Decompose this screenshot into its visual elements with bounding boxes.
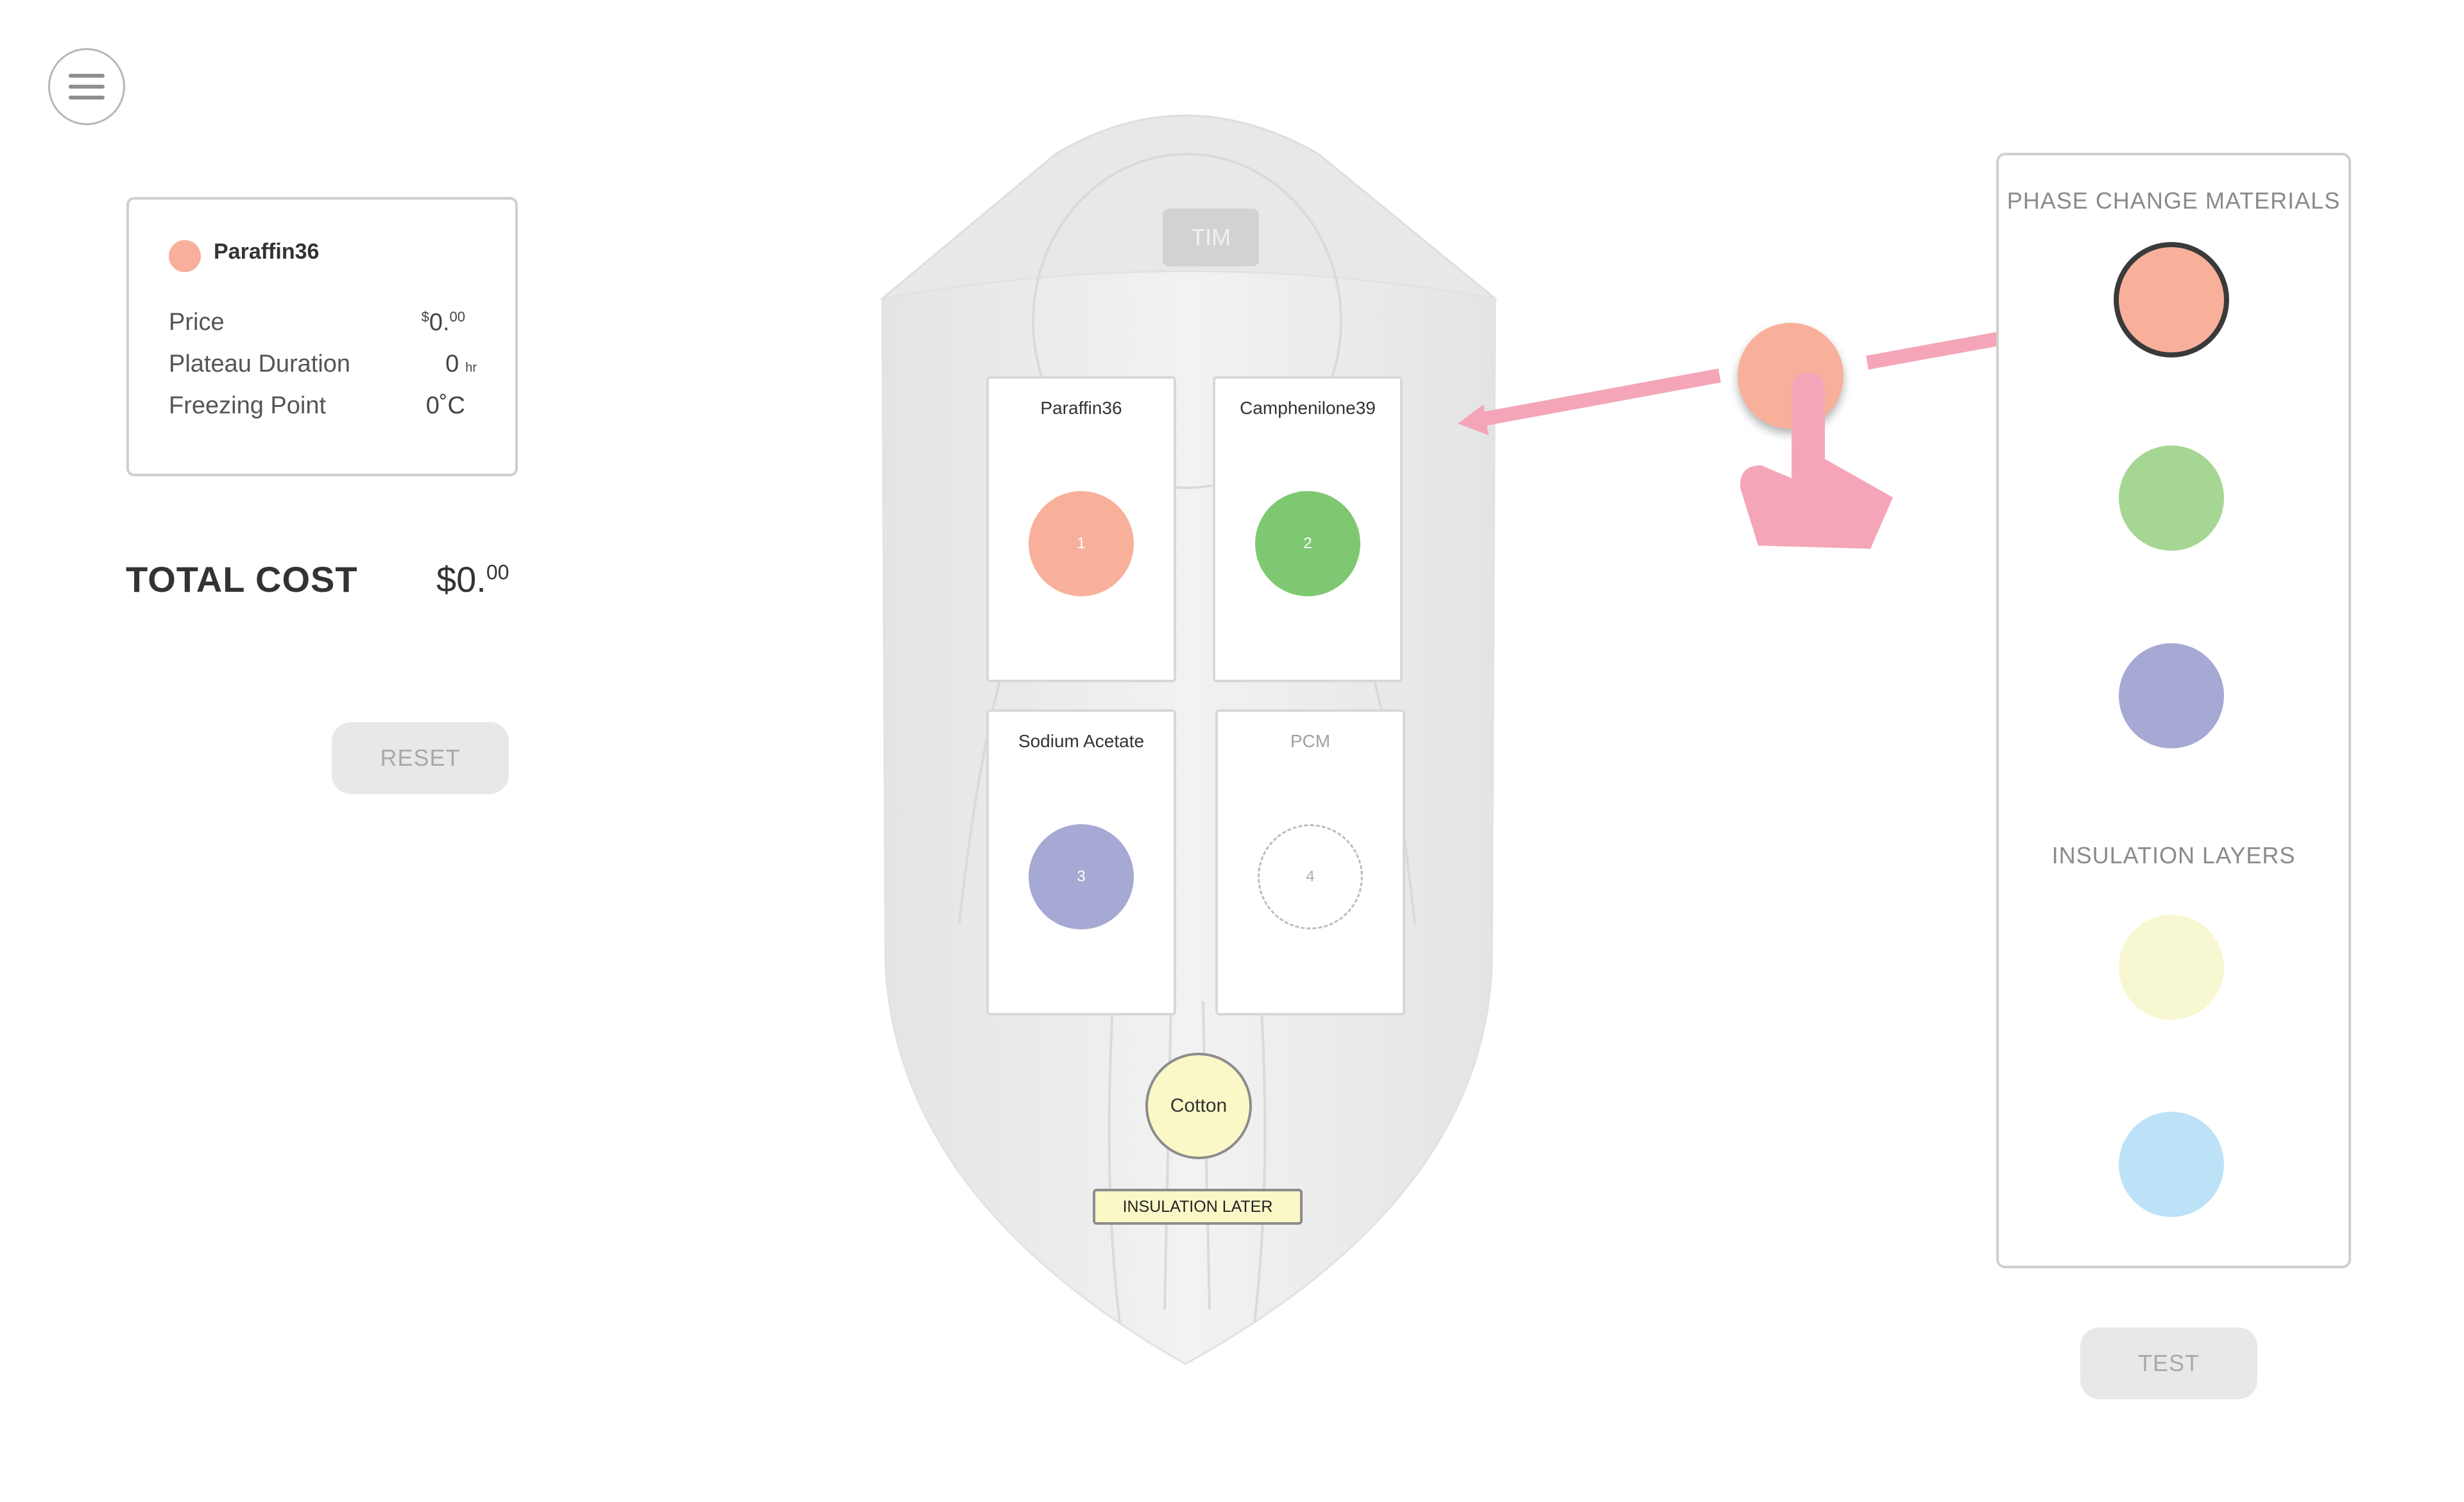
insulation-cotton[interactable] <box>2119 915 2224 1020</box>
freezing-point-label: Freezing Point <box>169 392 327 419</box>
insulation-layer-circle[interactable]: Cotton <box>1145 1053 1252 1159</box>
suit-name-label: TIM <box>1163 209 1259 266</box>
plateau-number: 0 <box>445 350 459 377</box>
pcm-slot-2[interactable]: Camphenilone39 2 <box>1213 376 1403 682</box>
material-paraffin-selected[interactable] <box>2114 242 2229 358</box>
menu-button[interactable] <box>48 48 125 125</box>
arrow-head-icon <box>1458 404 1489 435</box>
pcm-slot-circle: 3 <box>1029 824 1134 929</box>
insulation-blue[interactable] <box>2119 1112 2224 1217</box>
plateau-duration-label: Plateau Duration <box>169 350 351 377</box>
pcm-slot-title: Camphenilone39 <box>1240 398 1376 418</box>
insulation-heading: INSULATION LAYERS <box>2051 842 2296 868</box>
reset-button[interactable]: RESET <box>332 722 509 794</box>
total-cost-whole: $0. <box>436 559 486 600</box>
pcm-slot-empty-circle: 4 <box>1258 824 1363 929</box>
insulation-layer-tag: INSULATION LATER <box>1093 1189 1303 1225</box>
material-color-dot <box>169 240 201 272</box>
plateau-unit: hr <box>465 361 477 375</box>
hamburger-menu-icon-bar <box>69 96 105 99</box>
pcm-slot-3[interactable]: Sodium Acetate 3 <box>986 709 1176 1015</box>
material-camphenilone[interactable] <box>2119 445 2224 551</box>
hamburger-menu-icon <box>69 74 105 78</box>
hand-pointer-icon <box>1740 372 1893 549</box>
material-sodium-acetate[interactable] <box>2119 643 2224 748</box>
test-button[interactable]: TEST <box>2080 1327 2257 1399</box>
total-cost-label: TOTAL COST <box>126 559 358 600</box>
pcm-heading: PHASE CHANGE MATERIALS <box>2006 187 2341 214</box>
freezing-point-value: 0˚C <box>425 392 465 419</box>
pcm-slot-title: Sodium Acetate <box>1018 731 1145 751</box>
total-cost-cents: 00 <box>486 560 509 584</box>
material-name: Paraffin36 <box>214 239 320 264</box>
total-cost-value: $0.00 <box>436 558 509 600</box>
materials-panel: PHASE CHANGE MATERIALS INSULATION LAYERS <box>1996 153 2351 1268</box>
price-currency: $ <box>421 309 429 325</box>
pcm-slot-title: Paraffin36 <box>1040 398 1122 418</box>
cooling-suit-illustration <box>879 114 1498 1365</box>
pcm-slot-title: PCM <box>1290 731 1331 751</box>
pcm-slot-4-empty[interactable]: PCM 4 <box>1215 709 1405 1015</box>
pcm-slot-circle: 2 <box>1255 491 1360 596</box>
pcm-slot-1[interactable]: Paraffin36 1 <box>986 376 1176 682</box>
price-whole: 0. <box>429 309 450 336</box>
dragged-material-circle[interactable] <box>1738 323 1844 429</box>
pcm-slot-circle: 1 <box>1029 491 1134 596</box>
material-info-card: Paraffin36 Price $0.00 Plateau Duration … <box>126 197 518 476</box>
hamburger-menu-icon-bar <box>69 85 105 89</box>
price-cents: 00 <box>449 309 465 325</box>
price-value: $0.00 <box>422 309 465 337</box>
plateau-duration-value: 0 hr <box>445 350 477 378</box>
price-label: Price <box>169 309 225 336</box>
